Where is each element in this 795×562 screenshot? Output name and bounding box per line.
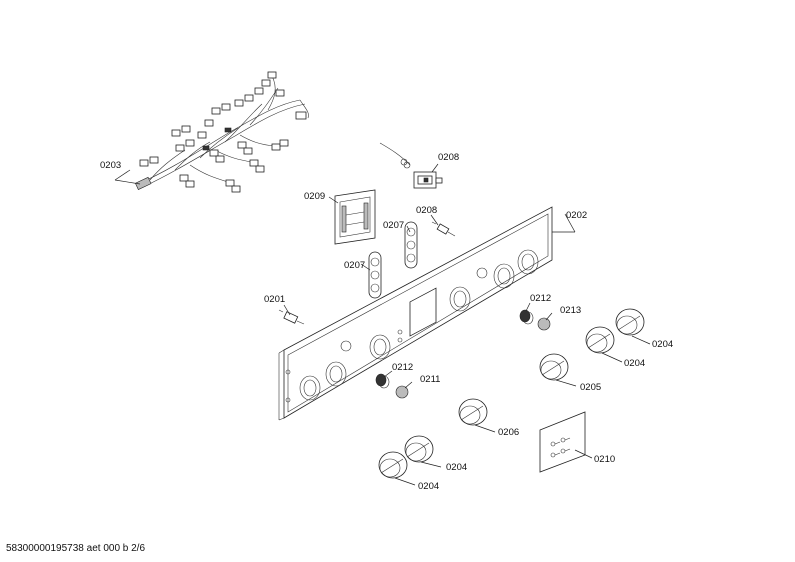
callout-label: 0206 <box>498 427 519 438</box>
small-switch <box>431 221 456 237</box>
knob <box>458 398 488 426</box>
knob-insert <box>519 309 534 325</box>
switch-plate <box>404 221 418 269</box>
callout-label: 0208 <box>416 205 437 216</box>
callout-label: 0204 <box>652 339 673 350</box>
callout-label: 0209 <box>304 191 325 202</box>
callout-label: 0207 <box>344 260 365 271</box>
wiring-harness <box>134 71 309 193</box>
callout-label: 0202 <box>566 210 587 221</box>
knob <box>378 451 408 479</box>
callout-label: 0201 <box>264 294 285 305</box>
knob <box>404 435 434 463</box>
callout-label: 0204 <box>446 462 467 473</box>
knob <box>615 308 645 336</box>
callout-label: 0204 <box>418 481 439 492</box>
callout-label: 0213 <box>560 305 581 316</box>
callout-label: 0205 <box>580 382 601 393</box>
callout-label: 0210 <box>594 454 615 465</box>
knob-cap <box>395 385 409 399</box>
control-bracket <box>334 189 376 245</box>
rating-plate <box>539 411 586 473</box>
knob-insert <box>375 373 390 389</box>
knob <box>585 326 615 354</box>
knob <box>539 353 569 381</box>
knob-cap <box>537 317 551 331</box>
switch-plate <box>368 251 382 299</box>
callout-label: 0212 <box>392 362 413 373</box>
callout-label: 0208 <box>438 152 459 163</box>
callout-label: 0204 <box>624 358 645 369</box>
callout-label: 0203 <box>100 160 121 171</box>
callout-label: 0211 <box>420 374 440 385</box>
document-reference: 58300000195738 aet 000 b 2/6 <box>6 543 146 554</box>
callout-label: 0207 <box>383 220 404 231</box>
callout-label: 0212 <box>530 293 551 304</box>
control-panel <box>278 206 553 421</box>
thermostat <box>379 142 443 189</box>
connector-small <box>278 309 305 325</box>
